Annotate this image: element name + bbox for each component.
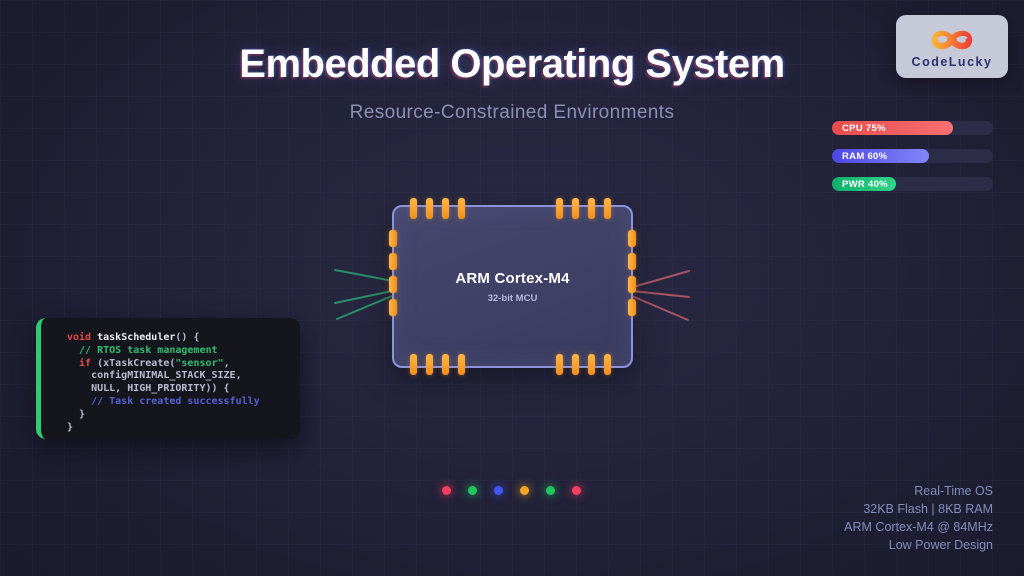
- code-line: if (xTaskCreate("sensor",: [67, 357, 230, 369]
- progress-fill-cpu: CPU 75%: [832, 121, 953, 135]
- chip-pins-left: [389, 230, 397, 316]
- indicator-dots: [442, 486, 581, 495]
- mcu-chip: ARM Cortex-M4 32-bit MCU: [389, 198, 636, 375]
- progress-track-pwr: PWR 40%: [832, 177, 993, 191]
- progress-label-ram: RAM 60%: [842, 150, 888, 162]
- code-line: NULL, HIGH_PRIORITY)) {: [67, 383, 230, 395]
- chip-pin: [426, 354, 433, 375]
- indicator-dot[interactable]: [572, 486, 581, 495]
- code-line: }: [67, 421, 74, 433]
- chip-pin: [588, 354, 595, 375]
- chip-pins-top-left: [410, 198, 465, 219]
- chip-pin: [458, 198, 465, 219]
- chip-pins-bottom-left: [410, 354, 465, 375]
- chip-pin: [604, 354, 611, 375]
- brand-name: CodeLucky: [911, 54, 993, 69]
- chip-pin: [604, 198, 611, 219]
- chip-name: ARM Cortex-M4: [455, 269, 570, 287]
- chip-pin: [628, 299, 636, 316]
- chip-pins-top-right: [556, 198, 611, 219]
- chip-pin: [628, 253, 636, 270]
- code-line: // Task created successfully: [67, 395, 260, 407]
- brand-logo-card: CodeLucky: [896, 15, 1008, 78]
- indicator-dot[interactable]: [442, 486, 451, 495]
- chip-pin: [556, 354, 563, 375]
- code-line: }: [67, 408, 86, 420]
- chip-pin: [426, 198, 433, 219]
- chip-pin: [572, 354, 579, 375]
- chip-bus-lines: [334, 269, 690, 321]
- bus-line-right: [632, 270, 690, 288]
- code-line: // RTOS task management: [67, 344, 218, 356]
- chip-pin: [389, 276, 397, 293]
- chip-pin: [389, 230, 397, 247]
- chip-pin: [628, 276, 636, 293]
- bus-line-left: [334, 290, 393, 304]
- indicator-dot[interactable]: [520, 486, 529, 495]
- chip-pin: [410, 354, 417, 375]
- chip-pin: [410, 198, 417, 219]
- spec-item: Real-Time OS: [914, 484, 993, 498]
- chip-pin: [458, 354, 465, 375]
- bus-line-right: [632, 290, 690, 298]
- page-title: Embedded Operating System: [239, 42, 785, 86]
- chip-pins-right: [628, 230, 636, 316]
- chip-pin: [389, 253, 397, 270]
- indicator-dot[interactable]: [546, 486, 555, 495]
- chip-pin: [556, 198, 563, 219]
- progress-fill-pwr: PWR 40%: [832, 177, 897, 191]
- bus-line-right: [631, 295, 689, 321]
- chip-pin: [389, 299, 397, 316]
- progress-label-cpu: CPU 75%: [842, 122, 886, 134]
- progress-fill-ram: RAM 60%: [832, 149, 929, 163]
- indicator-dot[interactable]: [494, 486, 503, 495]
- page-subtitle: Resource-Constrained Environments: [349, 102, 675, 123]
- spec-item: Low Power Design: [888, 538, 993, 552]
- spec-item: ARM Cortex-M4 @ 84MHz: [844, 520, 993, 534]
- progress-track-cpu: CPU 75%: [832, 121, 993, 135]
- chip-pin: [628, 230, 636, 247]
- chip-pin: [588, 198, 595, 219]
- code-snippet-card: void taskScheduler() { // RTOS task mana…: [36, 318, 300, 439]
- chip-subtitle: 32-bit MCU: [487, 292, 538, 304]
- spec-item: 32KB Flash | 8KB RAM: [863, 502, 993, 516]
- spec-list: Real-Time OS 32KB Flash | 8KB RAM ARM Co…: [844, 482, 993, 554]
- chip-pin: [572, 198, 579, 219]
- code-line: configMINIMAL_STACK_SIZE,: [67, 370, 242, 382]
- code-line: void taskScheduler() {: [67, 332, 200, 343]
- infinity-icon: [931, 30, 973, 49]
- chip-pin: [442, 198, 449, 219]
- resource-stats-panel: CPU 75% RAM 60% PWR 40%: [832, 121, 993, 205]
- chip-pin: [442, 354, 449, 375]
- bus-line-left: [336, 295, 393, 320]
- progress-label-pwr: PWR 40%: [842, 178, 888, 190]
- progress-track-ram: RAM 60%: [832, 149, 993, 163]
- bus-line-left: [334, 269, 394, 282]
- indicator-dot[interactable]: [468, 486, 477, 495]
- chip-pins-bottom-right: [556, 354, 611, 375]
